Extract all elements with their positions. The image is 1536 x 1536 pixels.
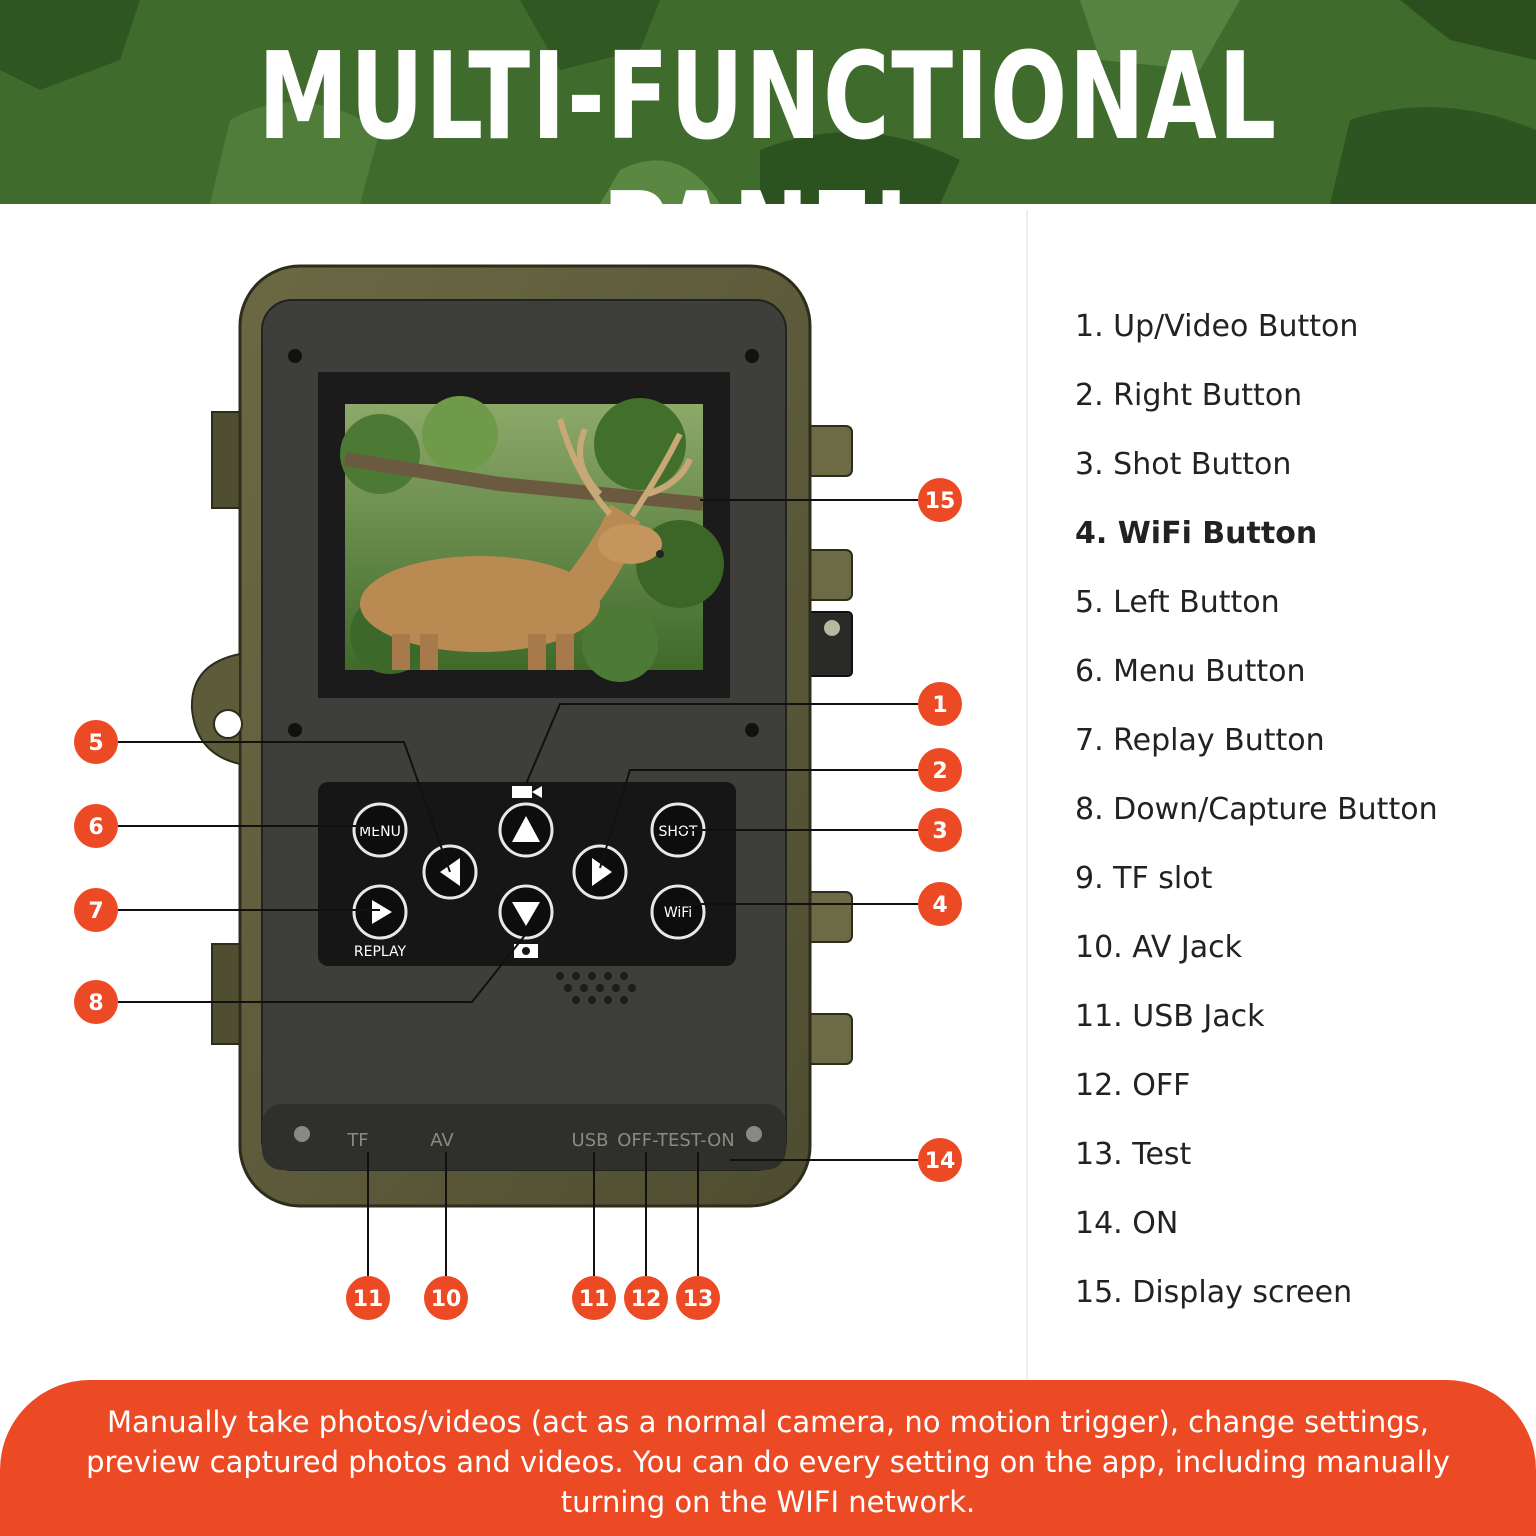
callout-number: 5 (88, 731, 103, 756)
callout-4: 4 (918, 882, 962, 926)
legend-item: 4. WiFi Button (1075, 516, 1318, 551)
callout-number: 15 (925, 489, 956, 514)
play-icon (372, 900, 392, 924)
up-button[interactable] (498, 786, 554, 858)
callout-6: 6 (74, 804, 118, 848)
tf-slot-side (807, 611, 853, 677)
legend-list: 1. Up/Video Button 2. Right Button 3. Sh… (1075, 306, 1515, 1341)
down-arrow-icon (512, 902, 540, 926)
camouflage-pattern (0, 0, 1536, 204)
video-camera-icon (512, 786, 532, 798)
column-divider (1026, 210, 1028, 1380)
legend-item: 12. OFF (1075, 1068, 1191, 1103)
callout-8: 8 (74, 980, 118, 1024)
callout-7: 7 (74, 888, 118, 932)
right-button[interactable] (572, 844, 628, 900)
power-switch-label: OFF-TEST-ON (617, 1130, 734, 1151)
right-arrow-icon (592, 858, 612, 886)
callout-1: 1 (918, 682, 962, 726)
leader-lines (118, 499, 918, 1276)
callout-number: 6 (88, 815, 103, 840)
legend-item: 14. ON (1075, 1206, 1179, 1241)
callout-2: 2 (918, 748, 962, 792)
deer-image (360, 418, 693, 670)
header-banner: MULTI-FUNCTIONAL PANEL (0, 0, 1536, 204)
callout-number: 11 (579, 1287, 610, 1312)
legend-item: 11. USB Jack (1075, 999, 1265, 1034)
wifi-button[interactable]: WiFi (650, 884, 706, 940)
legend-item: 15. Display screen (1075, 1275, 1353, 1310)
av-port-label: AV (430, 1130, 454, 1151)
callout-number: 7 (88, 899, 103, 924)
callout-14: 14 (918, 1138, 962, 1182)
strap-loop (190, 652, 243, 766)
callout-3: 3 (918, 808, 962, 852)
usb-port-label: USB (572, 1130, 609, 1151)
callout-number: 12 (631, 1287, 662, 1312)
callout-15: 15 (918, 478, 962, 522)
callout-number: 8 (88, 991, 103, 1016)
callout-5: 5 (74, 720, 118, 764)
legend-item: 8. Down/Capture Button (1075, 792, 1438, 827)
down-button[interactable] (498, 884, 554, 958)
callout-number: 11 (353, 1287, 384, 1312)
page-title: MULTI-FUNCTIONAL PANEL (258, 28, 1278, 204)
callout-number: 3 (932, 819, 947, 844)
shot-button-label: SHOT (659, 824, 698, 840)
up-arrow-icon (512, 816, 540, 842)
legend-item: 1. Up/Video Button (1075, 309, 1359, 344)
wifi-button-label: WiFi (664, 905, 692, 921)
legend-item: 6. Menu Button (1075, 654, 1306, 689)
speaker-grille (556, 972, 636, 1004)
callout-number: 4 (932, 893, 947, 918)
port-strip (262, 1104, 786, 1170)
display-screen (340, 396, 724, 682)
legend-item: 7. Replay Button (1075, 723, 1325, 758)
right-latch-tabs (805, 425, 853, 1065)
legend-item: 5. Left Button (1075, 585, 1280, 620)
callout-11: 11 (346, 1276, 390, 1320)
callout-number: 2 (932, 759, 947, 784)
button-plate (318, 782, 736, 966)
footer-description: Manually take photos/videos (act as a no… (86, 1405, 1450, 1519)
legend-item: 13. Test (1075, 1137, 1192, 1172)
menu-button-label: MENU (359, 824, 401, 840)
callout-11: 11 (572, 1276, 616, 1320)
callout-number: 14 (925, 1149, 956, 1174)
tf-port-label: TF (346, 1130, 368, 1151)
legend-item: 9. TF slot (1075, 861, 1213, 896)
replay-button-label: REPLAY (354, 944, 407, 960)
callout-10: 10 (424, 1276, 468, 1320)
menu-button[interactable]: MENU (352, 802, 408, 858)
legend-item: 2. Right Button (1075, 378, 1303, 413)
callout-number: 13 (683, 1287, 714, 1312)
callout-13: 13 (676, 1276, 720, 1320)
callout-number: 10 (431, 1287, 462, 1312)
replay-button[interactable]: REPLAY (352, 884, 408, 960)
camera-diagram: MENU SHOT REPLAY WiFi (74, 264, 962, 1320)
callout-number: 1 (932, 693, 947, 718)
panel-screws (288, 349, 762, 1142)
legend-item: 3. Shot Button (1075, 447, 1292, 482)
footer-banner: Manually take photos/videos (act as a no… (0, 1380, 1536, 1536)
legend-item: 10. AV Jack (1075, 930, 1243, 965)
callout-12: 12 (624, 1276, 668, 1320)
